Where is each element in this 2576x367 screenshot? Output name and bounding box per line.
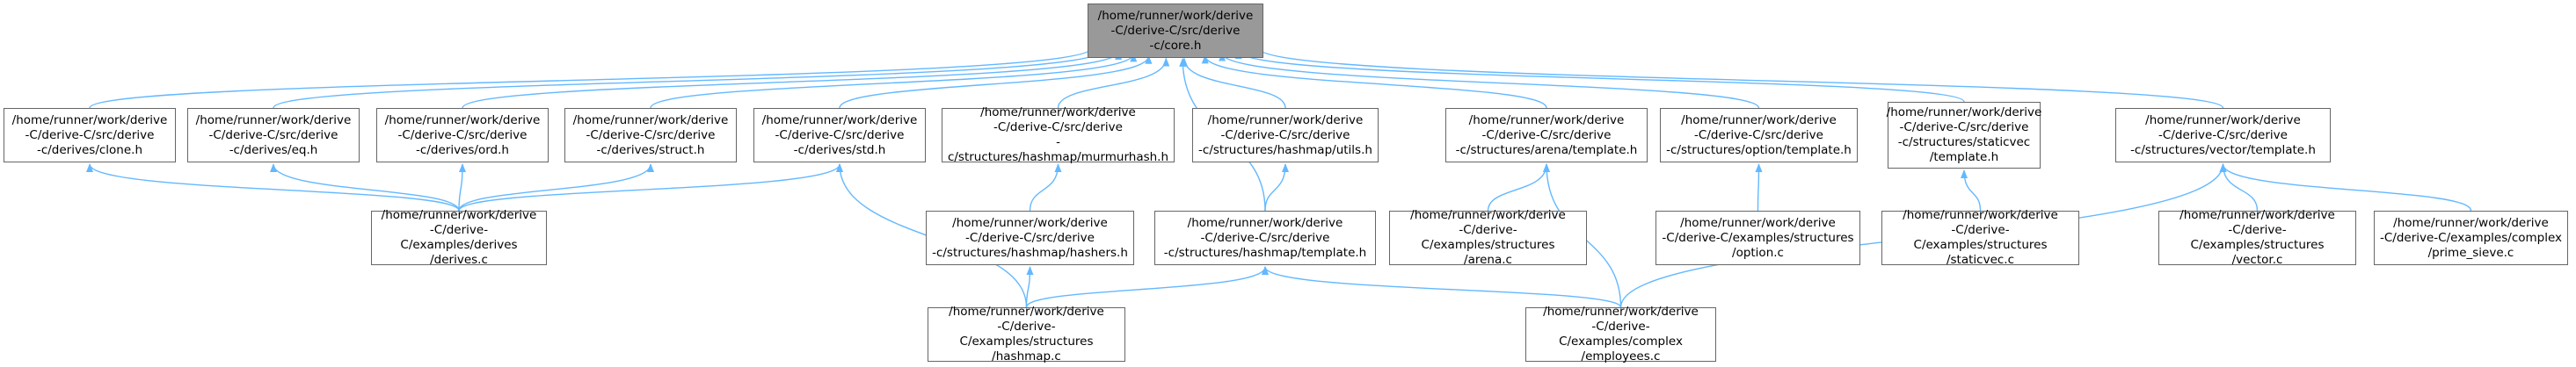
edge-struct-to-core: [650, 53, 1138, 109]
node-std[interactable]: /home/runner/work/derive -C/derive-C/src…: [753, 108, 926, 162]
edge-staticvec-c-to-staticvec-t: [1961, 169, 1982, 212]
edge-utils-to-core: [1181, 57, 1286, 109]
edge-derives-c-to-std: [458, 163, 843, 212]
edge-derives-c-to-struct: [458, 163, 654, 212]
node-hashers[interactable]: /home/runner/work/derive -C/derive-C/src…: [926, 211, 1134, 265]
edge-ord-to-core: [462, 51, 1122, 109]
node-eq[interactable]: /home/runner/work/derive -C/derive-C/src…: [187, 108, 360, 162]
edge-staticvec-t-to-core: [1234, 50, 1965, 103]
edge-std-to-core: [839, 54, 1153, 109]
edge-hashers-to-murmur: [1029, 163, 1062, 212]
edge-derives-c-to-eq: [270, 163, 460, 212]
node-hashmap-c[interactable]: /home/runner/work/derive -C/derive-C/exa…: [928, 305, 1125, 363]
node-staticvec-c[interactable]: /home/runner/work/derive -C/derive-C/exa…: [1881, 208, 2079, 267]
edge-option-c-to-option-t: [1755, 163, 1763, 212]
edge-hashmap-t-to-utils: [1264, 163, 1289, 212]
node-employees-c[interactable]: /home/runner/work/derive -C/derive-C/exa…: [1525, 305, 1716, 363]
node-vector-t[interactable]: /home/runner/work/derive -C/derive-C/src…: [2115, 108, 2331, 162]
edge-vector-c-to-vector-t: [2219, 163, 2259, 212]
edge-option-t-to-core: [1219, 52, 1760, 109]
node-vector-c[interactable]: /home/runner/work/derive -C/derive-C/exa…: [2158, 208, 2356, 267]
edge-derives-c-to-clone: [86, 163, 460, 212]
node-clone[interactable]: /home/runner/work/derive -C/derive-C/src…: [4, 108, 176, 162]
edge-arena-t-to-core: [1201, 54, 1547, 109]
edge-murmur-to-core: [1057, 57, 1170, 109]
node-staticvec-t[interactable]: /home/runner/work/derive -C/derive-C/src…: [1887, 102, 2041, 169]
edge-hashmap-c-to-hashmap-t: [1025, 266, 1269, 308]
edge-eq-to-core: [273, 48, 1107, 109]
edge-prime-c-to-vector-t: [2219, 163, 2472, 212]
node-prime-c[interactable]: /home/runner/work/derive -C/derive-C/exa…: [2374, 211, 2568, 265]
edge-arena-c-to-arena-t: [1487, 163, 1550, 212]
node-arena-c[interactable]: /home/runner/work/derive -C/derive-C/exa…: [1389, 208, 1587, 267]
node-murmur[interactable]: /home/runner/work/derive -C/derive-C/src…: [942, 105, 1175, 164]
node-ord[interactable]: /home/runner/work/derive -C/derive-C/src…: [376, 108, 549, 162]
node-option-t[interactable]: /home/runner/work/derive -C/derive-C/src…: [1660, 108, 1858, 162]
node-utils[interactable]: /home/runner/work/derive -C/derive-C/src…: [1192, 108, 1379, 162]
edge-clone-to-core: [89, 47, 1095, 109]
edge-employees-c-to-hashmap-t: [1262, 266, 1622, 308]
node-hashmap-t[interactable]: /home/runner/work/derive -C/derive-C/src…: [1154, 211, 1376, 265]
node-arena-t[interactable]: /home/runner/work/derive -C/derive-C/src…: [1445, 108, 1648, 162]
edge-vector-t-to-core: [1255, 47, 2224, 109]
edge-hashmap-c-to-hashers: [1025, 266, 1034, 308]
node-derives-c[interactable]: /home/runner/work/derive -C/derive-C/exa…: [371, 208, 547, 267]
node-option-c[interactable]: /home/runner/work/derive -C/derive-C/exa…: [1655, 211, 1860, 265]
edge-derives-c-to-ord: [458, 163, 466, 212]
node-core[interactable]: /home/runner/work/derive -C/derive-C/src…: [1088, 4, 1263, 58]
node-struct[interactable]: /home/runner/work/derive -C/derive-C/src…: [564, 108, 737, 162]
